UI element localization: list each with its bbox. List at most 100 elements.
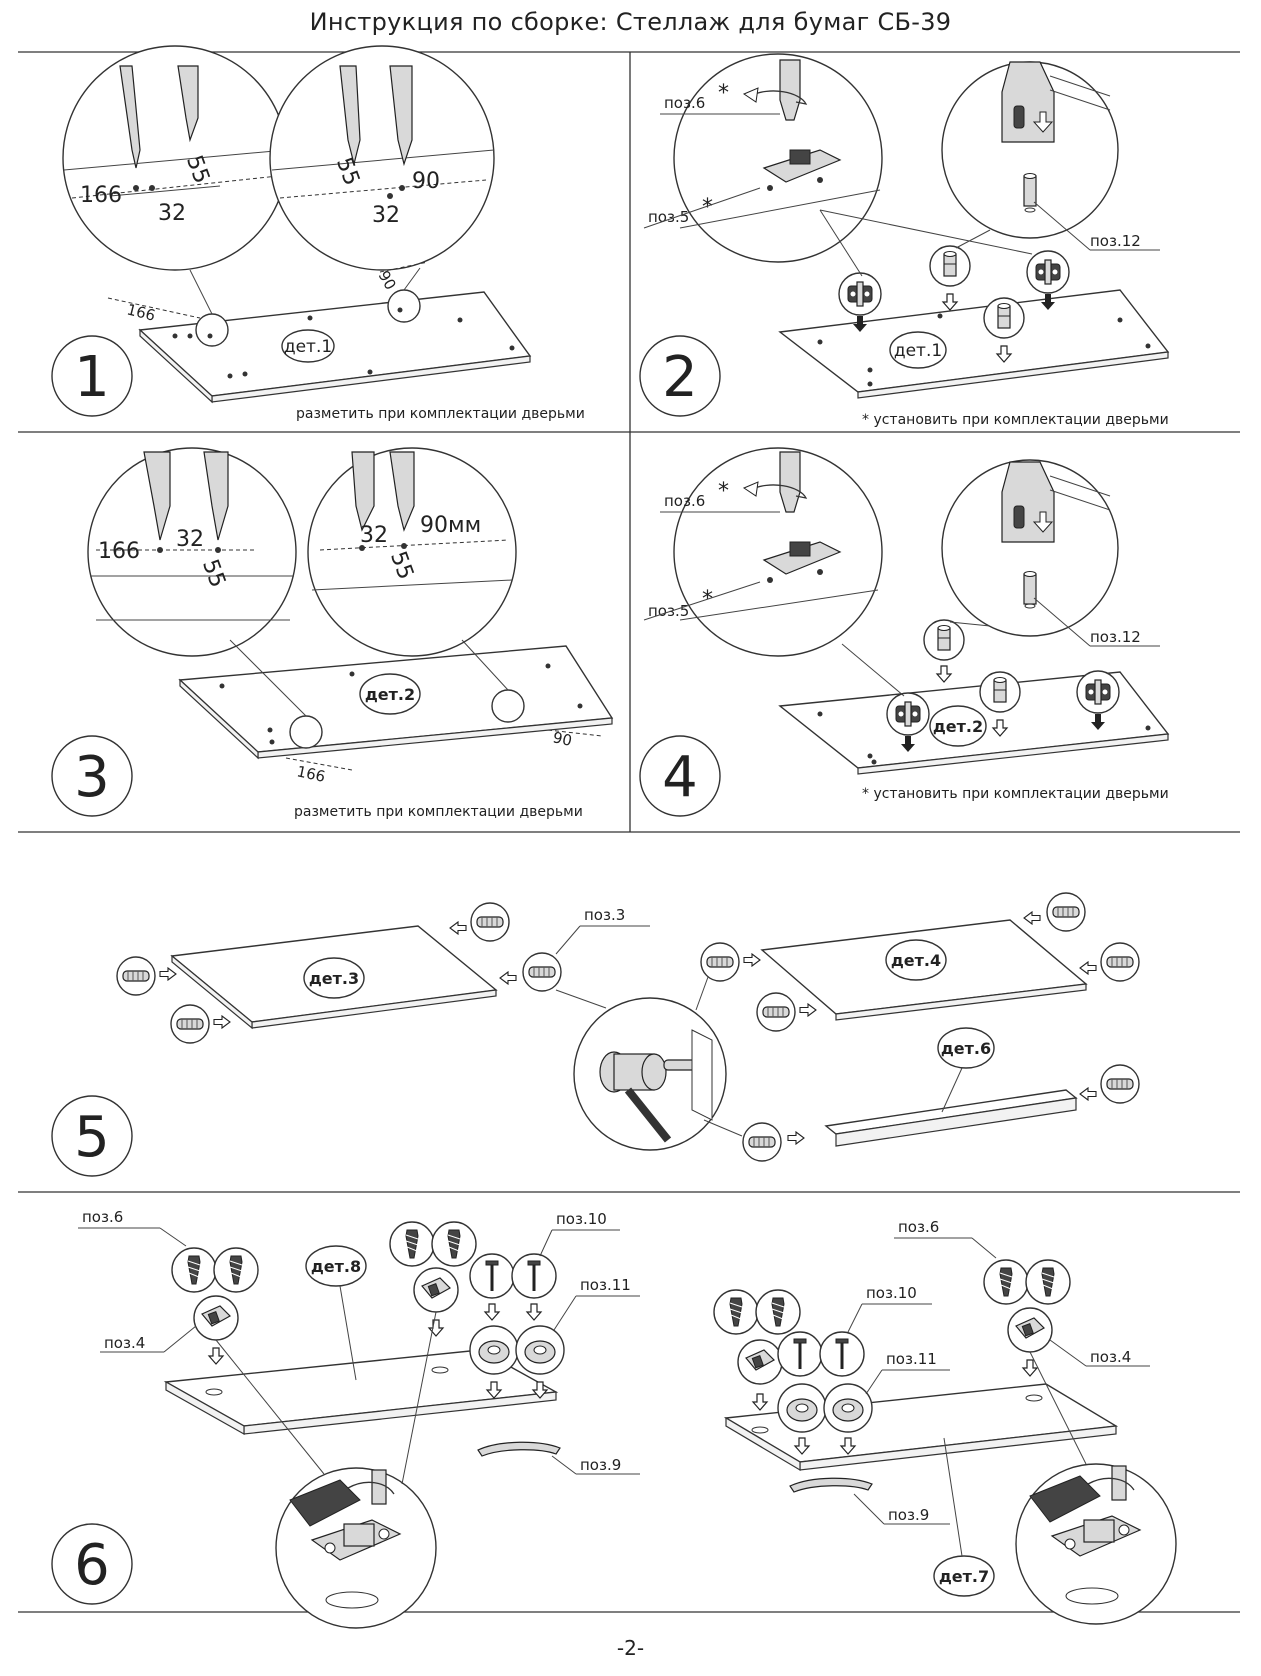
position-label-11: поз.11 bbox=[886, 1350, 937, 1368]
step-number: 2 bbox=[662, 345, 698, 410]
hammer-icon bbox=[1001, 61, 1111, 143]
arrow-icon bbox=[449, 921, 467, 935]
part-label: дет.2 bbox=[933, 717, 983, 736]
position-label-5: поз.5 bbox=[648, 602, 689, 620]
arrow-icon bbox=[942, 293, 958, 311]
dimension-90: 90 bbox=[375, 268, 400, 294]
screw-icon bbox=[776, 1330, 824, 1378]
zoom-detail-right: 32 90мм 55 bbox=[307, 447, 517, 657]
hammer-icon bbox=[599, 1051, 672, 1143]
dimension-90: 90 bbox=[551, 728, 573, 750]
zoom-detail-hinge bbox=[673, 447, 883, 657]
asterisk: * bbox=[718, 479, 729, 504]
part-label: дет.7 bbox=[939, 1567, 989, 1586]
position-label-9: поз.9 bbox=[888, 1506, 929, 1524]
screwdriver-icon bbox=[1087, 1465, 1135, 1501]
step-4: 4 поз.6 * поз.5 * bbox=[639, 447, 1170, 817]
position-label-12: поз.12 bbox=[1090, 232, 1141, 250]
position-label-6: поз.6 bbox=[664, 94, 705, 112]
zoom-detail-hammer bbox=[941, 61, 1119, 239]
dowel-icon bbox=[929, 245, 971, 287]
arrow-icon bbox=[743, 953, 761, 967]
panel-part-8: дет.8 bbox=[163, 1245, 559, 1436]
zoom-detail-left: 166 32 55 bbox=[62, 45, 288, 271]
screw-icon bbox=[818, 1330, 866, 1378]
step-number: 4 bbox=[662, 745, 698, 810]
arrow-icon bbox=[428, 1319, 444, 1337]
asterisk: * bbox=[702, 195, 713, 220]
panel-part-2: дет.2 166 90 bbox=[178, 639, 614, 786]
screw-icon bbox=[983, 1259, 1029, 1305]
asterisk: * bbox=[718, 81, 729, 106]
position-label-11: поз.11 bbox=[580, 1276, 631, 1294]
part-label: дет.8 bbox=[311, 1257, 361, 1276]
zoom-detail-hinge bbox=[673, 53, 883, 263]
dowel-icon bbox=[1100, 942, 1140, 982]
arrow-icon bbox=[752, 1393, 768, 1411]
arrow-icon bbox=[1023, 911, 1041, 925]
panel-part-3: дет.3 bbox=[170, 925, 498, 1030]
cap-icon bbox=[515, 1325, 565, 1375]
hinge-icon bbox=[1007, 1307, 1053, 1353]
dimension-166: 166 bbox=[98, 539, 140, 564]
dowel-icon bbox=[979, 671, 1021, 713]
dowel-icon bbox=[470, 902, 510, 942]
step-note: * установить при комплектации дверьми bbox=[862, 786, 1169, 802]
screw-icon bbox=[213, 1247, 259, 1293]
arrow-icon bbox=[787, 1131, 805, 1145]
dimension-90: 90 bbox=[412, 169, 440, 194]
panel-part-1: дет.1 166 90 bbox=[107, 261, 532, 404]
position-label-12: поз.12 bbox=[1090, 628, 1141, 646]
handle-icon bbox=[477, 1441, 561, 1457]
arrow-icon bbox=[1079, 1087, 1097, 1101]
part-label: дет.6 bbox=[941, 1039, 991, 1058]
hinge-icon bbox=[413, 1267, 459, 1313]
arrow-icon bbox=[1079, 961, 1097, 975]
screwdriver-icon bbox=[347, 1469, 395, 1505]
screw-icon bbox=[171, 1247, 217, 1293]
dimension-166: 166 bbox=[125, 300, 157, 324]
hinge-icon bbox=[193, 1295, 239, 1341]
zoom-detail-right: 55 90 32 bbox=[269, 45, 495, 271]
panel-part-6: дет.6 bbox=[824, 1027, 1078, 1147]
arrow-icon bbox=[799, 1003, 817, 1017]
step-5: 5 дет.3 поз.3 bbox=[51, 892, 1140, 1177]
cap-icon bbox=[777, 1383, 827, 1433]
dimension-32: 32 bbox=[372, 203, 400, 228]
part-label: дет.1 bbox=[284, 337, 332, 357]
screw-icon bbox=[713, 1289, 759, 1335]
dowel-icon bbox=[522, 952, 562, 992]
part-label: дет.2 bbox=[365, 685, 415, 704]
dimension-32: 32 bbox=[360, 523, 388, 548]
page-number: -2- bbox=[616, 1636, 645, 1660]
step-note: * установить при комплектации дверьми bbox=[862, 412, 1169, 428]
part-label: дет.1 bbox=[894, 341, 942, 361]
position-label-3: поз.3 bbox=[584, 906, 625, 924]
dimension-90mm: 90мм bbox=[420, 513, 481, 538]
part-label: дет.3 bbox=[309, 969, 359, 988]
screw-icon bbox=[431, 1221, 477, 1267]
hammer-icon bbox=[1001, 461, 1111, 543]
drill-bit-icon bbox=[351, 451, 415, 532]
dowel-icon bbox=[1100, 1064, 1140, 1104]
zoom-detail-hinge-mount bbox=[1015, 1463, 1177, 1625]
hinge-icon bbox=[762, 541, 842, 575]
drill-bit-icon bbox=[339, 65, 413, 167]
handle-icon bbox=[789, 1477, 873, 1493]
dowel-icon bbox=[170, 1004, 210, 1044]
position-label-6: поз.6 bbox=[82, 1208, 123, 1226]
step-number: 3 bbox=[74, 745, 110, 810]
screw-icon bbox=[755, 1289, 801, 1335]
step-note: разметить при комплектации дверьми bbox=[294, 804, 583, 820]
position-label-9: поз.9 bbox=[580, 1456, 621, 1474]
panel-part-7: дет.7 bbox=[723, 1383, 1119, 1597]
position-label-10: поз.10 bbox=[866, 1284, 917, 1302]
cap-icon bbox=[469, 1325, 519, 1375]
step-note: разметить при комплектации дверьми bbox=[296, 406, 585, 422]
hinge-plate-icon bbox=[886, 692, 930, 736]
step-number: 1 bbox=[74, 345, 110, 410]
panel-part-4: дет.4 bbox=[760, 919, 1088, 1021]
dowel-icon bbox=[742, 1122, 782, 1162]
arrow-icon bbox=[526, 1303, 542, 1321]
drill-bit-icon bbox=[119, 65, 199, 169]
